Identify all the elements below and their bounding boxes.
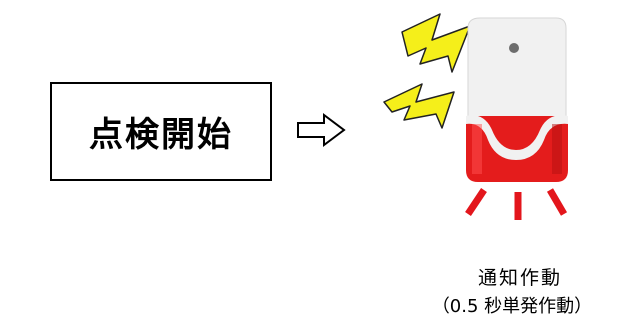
inspection-start-label: 点検開始 — [89, 115, 233, 155]
siren-alarm-illustration — [383, 13, 568, 220]
notification-title: 通知作動 — [477, 267, 562, 289]
siren-body — [467, 17, 567, 121]
notification-detail: （0.5 秒単発作動） — [431, 296, 593, 317]
inspection-start-box: 点検開始 — [50, 82, 272, 181]
alarm-signal-lines — [465, 188, 568, 220]
right-arrow-icon — [297, 113, 346, 147]
lightning-icon — [383, 83, 455, 129]
lightning-icon — [401, 13, 471, 73]
siren-hole-icon — [509, 43, 519, 53]
siren-red-lens — [466, 115, 568, 182]
